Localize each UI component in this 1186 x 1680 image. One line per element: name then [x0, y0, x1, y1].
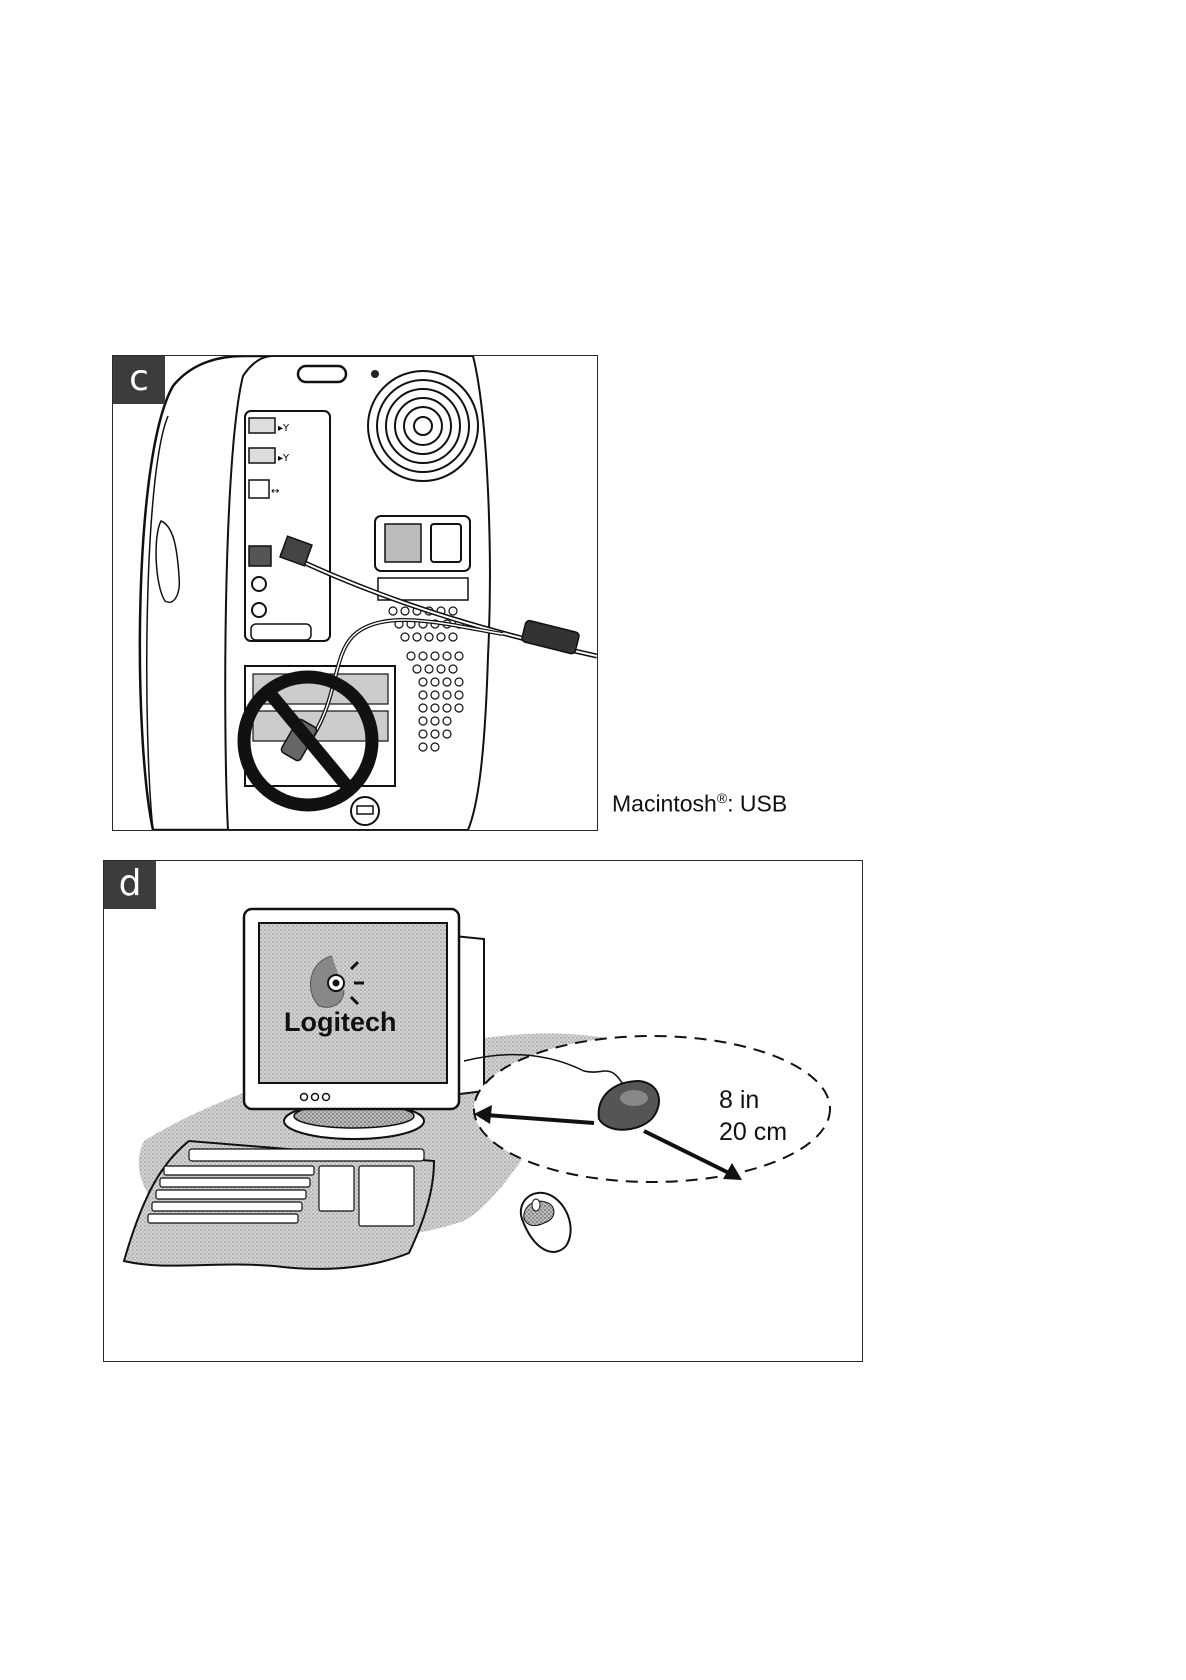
- keyboard-keys: [148, 1149, 424, 1226]
- monitor-screen: [259, 923, 447, 1083]
- monitor-logo-text: Logitech: [284, 1007, 397, 1037]
- figure-c-caption: Macintosh®: USB: [612, 790, 787, 818]
- ethernet-port: [249, 480, 269, 498]
- registered-mark: ®: [717, 790, 727, 806]
- figure-c-panel: ▸Y ▸Y ↔: [112, 355, 598, 831]
- figure-d-label: d: [104, 861, 156, 909]
- caption-mac: Macintosh: [612, 791, 717, 817]
- figure-c-label: c: [113, 356, 165, 404]
- svg-text:▸Y: ▸Y: [278, 423, 290, 434]
- firewire-port-2: [249, 448, 275, 463]
- svg-text:▸Y: ▸Y: [278, 453, 290, 464]
- usb-ports: [249, 546, 271, 566]
- svg-text:↔: ↔: [271, 486, 279, 497]
- distance-imperial: 8 in: [719, 1085, 759, 1115]
- distance-metric: 20 cm: [719, 1117, 787, 1147]
- caption-usb: : USB: [727, 791, 787, 817]
- cable-splitter: [521, 620, 580, 655]
- firewire-port-1: [249, 418, 275, 433]
- handle-slot: [298, 366, 346, 382]
- mac-rear-illustration: ▸Y ▸Y ↔: [113, 356, 597, 830]
